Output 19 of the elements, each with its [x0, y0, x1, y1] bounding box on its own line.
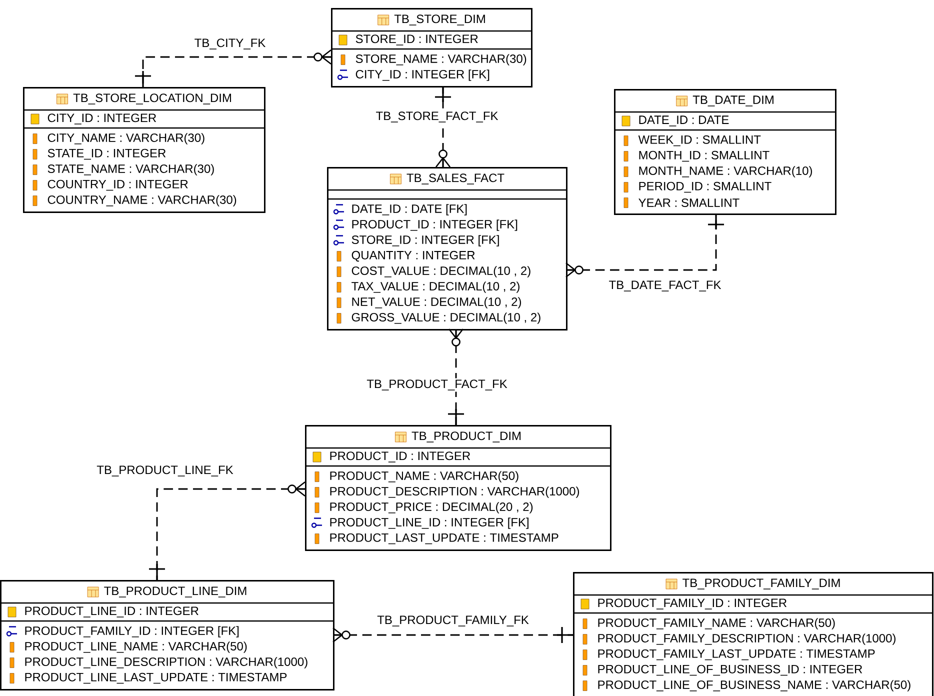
edge-label: TB_PRODUCT_FAMILY_FK: [376, 614, 530, 628]
table-box: TB_PRODUCT_LINE_DIM PRODUCT_LINE_ID : INTEGER PRODUCT_FAMILY_ID : INTEGER [FK] PRODUCT_LINE_NAME : VARCHAR(50) PRODUCT_LINE_DESCRIPTION : VARCHAR(1000) PRODUCT_LINE_LAST_UPDATE : TIMESTAMP: [0, 580, 334, 690]
table-box: TB_DATE_DIM DATE_ID : DATE WEEK_ID : SMALLINT MONTH_ID : SMALLINT MONTH_NAME : VARCHAR(10) PERIOD_ID : SMALLINT YEAR : SMALLINT: [614, 89, 836, 215]
edge-label: TB_CITY_FK: [193, 37, 268, 51]
relationship-line: [134, 49, 332, 88]
relationship-line: [434, 85, 452, 168]
edge-label: TB_PRODUCT_LINE_FK: [95, 464, 235, 478]
relationship-line: [148, 481, 306, 581]
edge-label: TB_PRODUCT_FACT_FK: [365, 378, 509, 392]
table-box: TB_PRODUCT_DIM PRODUCT_ID : INTEGER PRODUCT_NAME : VARCHAR(50) PRODUCT_DESCRIPTION : VARCHAR(1000) PRODUCT_PRICE : DECIMAL(20 , 2) PRODUCT_LINE_ID : INTEGER [FK] PRODUCT_LAST_UPDATE : TIMESTAMP: [305, 425, 612, 551]
edge-label: TB_DATE_FACT_FK: [607, 279, 723, 293]
table-box: TB_SALES_FACT DATE_ID : DATE [FK] PRODUCT_ID : INTEGER [FK] STORE_ID : INTEGER [FK] QUANTITY : INTEGER COST_VALUE : DECIMAL(10 , 2) TAX_VALUE : DECIMAL(10 , 2) NET_VALUE : DECIMAL(10 , 2) GROSS_VALUE : DECIMAL(10 , 2): [327, 167, 568, 330]
relationship-line: [565, 212, 725, 278]
table-box: TB_STORE_DIM STORE_ID : INTEGER STORE_NAME : VARCHAR(30) CITY_ID : INTEGER [FK]: [331, 8, 532, 88]
table-box: TB_STORE_LOCATION_DIM CITY_ID : INTEGER CITY_NAME : VARCHAR(30) STATE_ID : INTEGER STATE_NAME : VARCHAR(30) COUNTRY_ID : INTEGER COUNTRY_NAME : VARCHAR(30): [23, 87, 266, 213]
table-box: TB_PRODUCT_FAMILY_DIM PRODUCT_FAMILY_ID : INTEGER PRODUCT_FAMILY_NAME : VARCHAR(50) PRODUCT_FAMILY_DESCRIPTION : VARCHAR(1000) PRODUCT_FAMILY_LAST_UPDATE : TIMESTAMP PRODUCT_LINE_OF_BUSINESS_ID : INTEGER PRODUCT_LINE_OF_BUSINESS_NAME : VARCHAR(50): [573, 572, 934, 696]
edge-label: TB_STORE_FACT_FK: [374, 110, 500, 124]
relationship-line: [332, 626, 574, 644]
relationship-line: [447, 328, 465, 426]
